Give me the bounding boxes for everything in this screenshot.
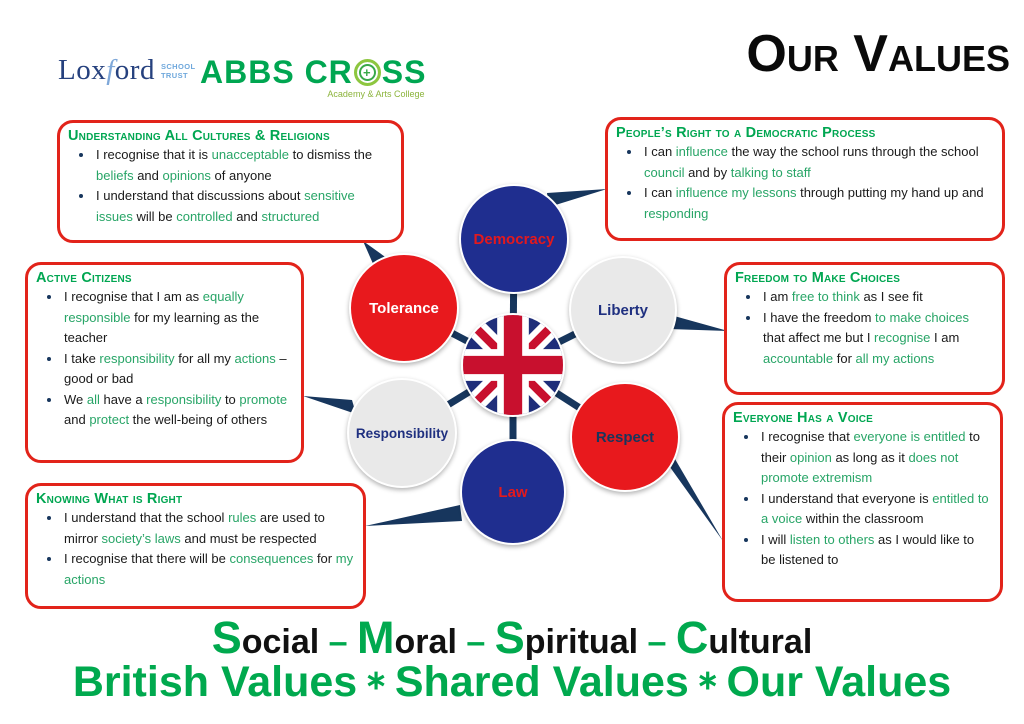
bullet-list: I recognise that I am as equally respons… <box>34 287 293 431</box>
circle-law-label: Law <box>498 483 528 501</box>
union-jack-flag <box>461 313 565 417</box>
abbs-subtitle: Academy & Arts College <box>327 89 425 99</box>
bullet-item: I take responsibility for all my actions… <box>62 349 293 390</box>
page-title: Our Values <box>746 25 1010 83</box>
abbs-cross-logo: ABBS CR+SS Academy & Arts College <box>200 56 426 99</box>
bullet-item: We all have a responsibility to promote … <box>62 390 293 431</box>
abbs-cross-wordmark: ABBS CR+SS <box>200 54 427 90</box>
circle-responsibility: Responsibility <box>347 378 457 488</box>
british-values-line: British Values ∗ Shared Values ∗ Our Val… <box>72 658 952 706</box>
box-freedom-choices: Freedom to Make Choices I am free to thi… <box>724 262 1005 395</box>
bullet-list: I understand that the school rules are u… <box>34 508 355 590</box>
bullet-item: I understand that discussions about sens… <box>94 186 393 227</box>
bullet-item: I recognise that I am as equally respons… <box>62 287 293 349</box>
circle-democracy-label: Democracy <box>473 230 555 248</box>
box-democratic-process: People’s Right to a Democratic Process I… <box>605 117 1005 241</box>
circle-law: Law <box>460 439 566 545</box>
bullet-item: I can influence the way the school runs … <box>642 142 994 183</box>
circle-democracy: Democracy <box>459 184 569 294</box>
circle-tolerance-label: Tolerance <box>369 299 439 317</box>
abbs-ring-icon: + <box>353 58 381 86</box>
box-everyone-voice: Everyone Has a Voice I recognise that ev… <box>722 402 1003 602</box>
bullet-item: I recognise that it is unacceptable to d… <box>94 145 393 186</box>
box-heading: Understanding All Cultures & Religions <box>68 128 330 144</box>
smsc-line: Social – Moral – Spiritual – Cultural <box>211 612 813 663</box>
bullet-item: I understand that the school rules are u… <box>62 508 355 549</box>
box-heading: Everyone Has a Voice <box>733 410 873 426</box>
bullet-list: I am free to think as I see fitI have th… <box>733 287 994 369</box>
bullet-item: I will listen to others as I would like … <box>759 530 992 571</box>
bullet-list: I can influence the way the school runs … <box>614 142 994 224</box>
circle-respect: Respect <box>570 382 680 492</box>
box-heading: Active Citizens <box>36 270 132 286</box>
bullet-item: I can influence my lessons through putti… <box>642 183 994 224</box>
box-heading: People’s Right to a Democratic Process <box>616 125 876 141</box>
box-knowing-right: Knowing What is Right I understand that … <box>25 483 366 609</box>
box-heading: Freedom to Make Choices <box>735 270 901 286</box>
bullet-item: I have the freedom to make choices that … <box>761 308 994 370</box>
circle-responsibility-label: Responsibility <box>355 425 449 441</box>
bullet-item: I recognise that everyone is entitled to… <box>759 427 992 489</box>
circle-tolerance: Tolerance <box>349 253 459 363</box>
bullet-list: I recognise that everyone is entitled to… <box>731 427 992 571</box>
circle-respect-label: Respect <box>595 428 655 446</box>
bullet-item: I am free to think as I see fit <box>761 287 994 308</box>
loxford-wordmark: Loxford <box>58 54 155 86</box>
bullet-item: I recognise that there will be consequen… <box>62 549 355 590</box>
box-understanding-cultures: Understanding All Cultures & Religions I… <box>57 120 404 243</box>
box-active-citizens: Active Citizens I recognise that I am as… <box>25 262 304 463</box>
box-heading: Knowing What is Right <box>36 491 183 507</box>
bullet-item: I understand that everyone is entitled t… <box>759 489 992 530</box>
circle-liberty: Liberty <box>569 256 677 364</box>
bullet-list: I recognise that it is unacceptable to d… <box>66 145 393 227</box>
circle-liberty-label: Liberty <box>597 301 648 319</box>
